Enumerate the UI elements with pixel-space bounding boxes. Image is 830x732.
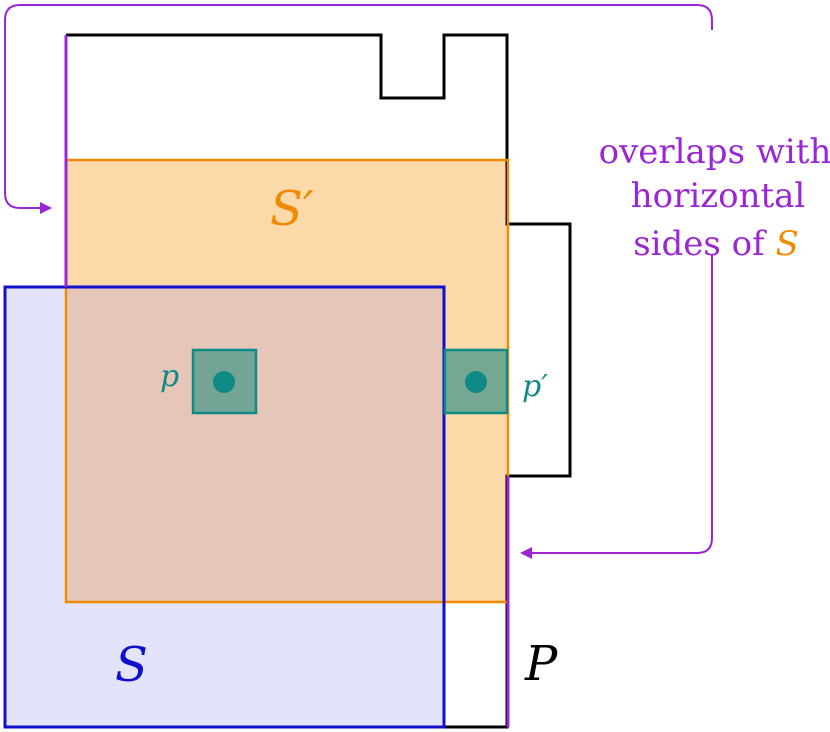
label-s: S [115, 637, 148, 693]
annotation-line-1: overlaps with [599, 132, 830, 172]
annotation-line-3: sides of S [633, 224, 799, 264]
label-p-prime: p′ [522, 369, 548, 404]
point-p-prime-dot [465, 371, 487, 393]
annotation-arrow-right [520, 255, 713, 559]
square-s-outline [3, 285, 446, 729]
annotation-arrow-left [4, 4, 713, 214]
overlap-region [66, 287, 444, 602]
label-p: p [160, 359, 179, 394]
annotation-line-3-symbol: S [776, 224, 799, 264]
label-polygon: P [524, 636, 558, 692]
annotation-line-3-prefix: sides of [633, 224, 775, 264]
label-s-prime: S′ [270, 181, 314, 237]
annotation-line-2: horizontal [631, 176, 806, 216]
point-p-dot [213, 371, 235, 393]
